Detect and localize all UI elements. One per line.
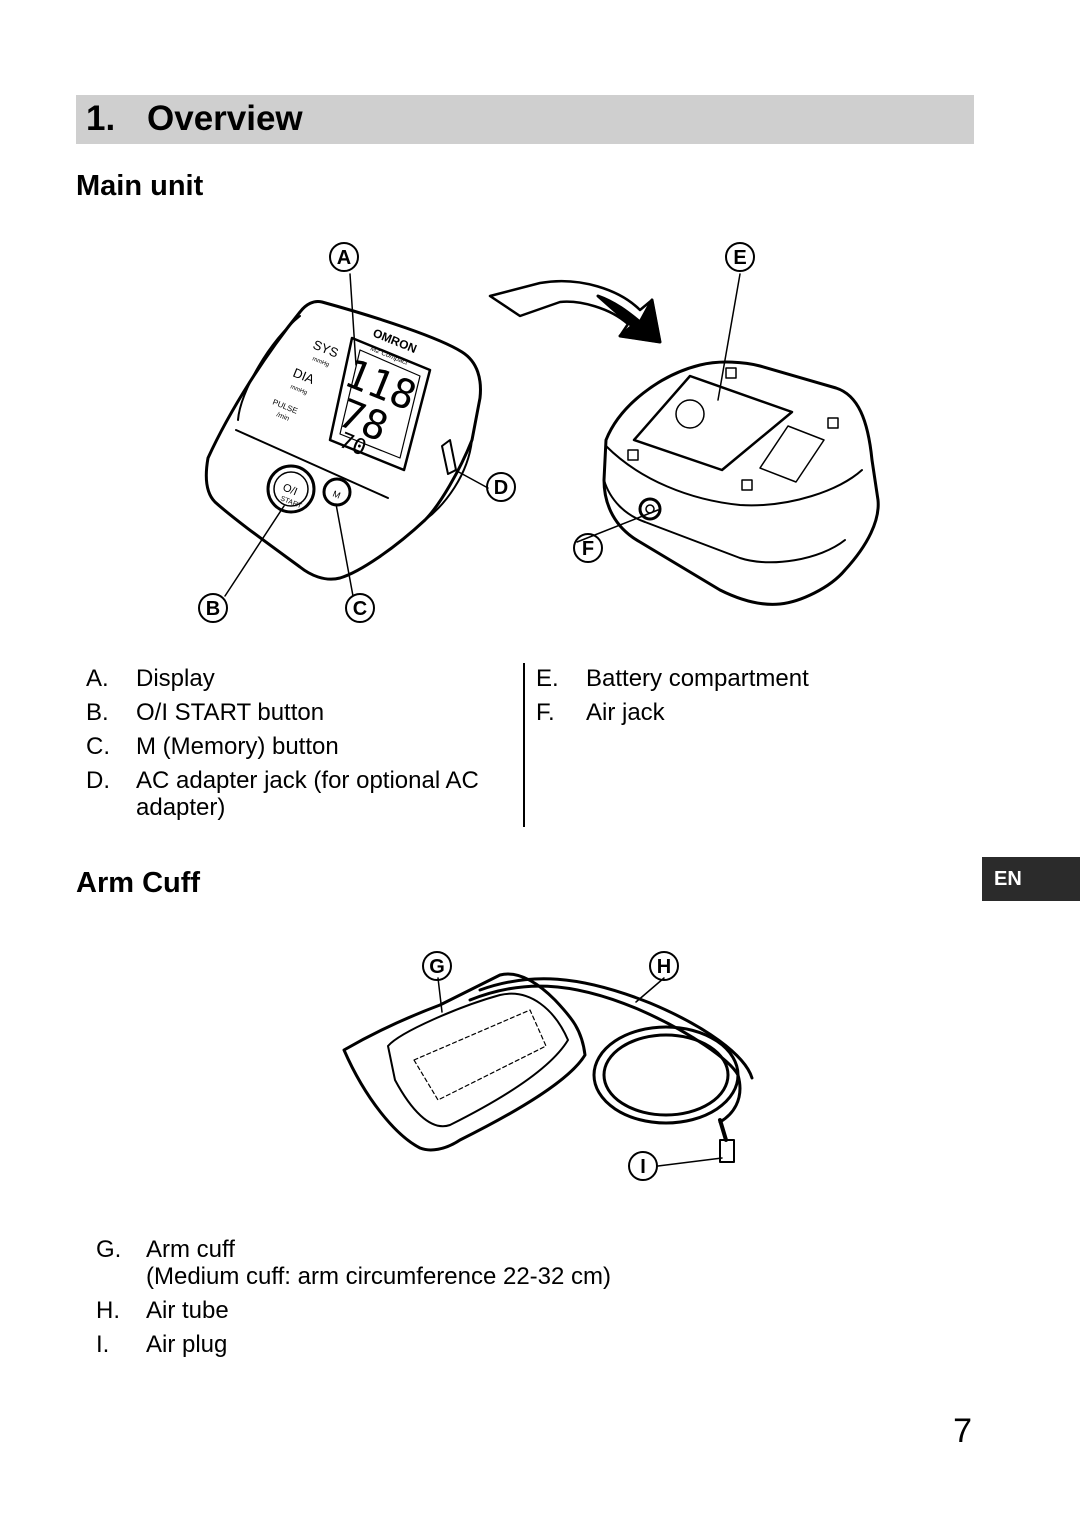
device-dia-unit: mmHg (289, 384, 308, 396)
device-pulse-unit: /min (275, 411, 290, 422)
section-number: 1. (86, 99, 116, 138)
section-title: Overview (147, 99, 303, 138)
legend-item-f: F.Air jack (536, 699, 665, 726)
callout-c: C (353, 598, 367, 620)
arm-cuff-heading: Arm Cuff (76, 867, 201, 899)
memory-button-shape (322, 477, 352, 507)
callout-h: H (657, 956, 671, 978)
section-header: 1. Overview (76, 95, 974, 144)
callout-a: A (337, 247, 351, 269)
legend-divider (523, 663, 525, 827)
callout-g: G (429, 956, 445, 978)
callout-b: B (206, 598, 220, 620)
device-sys-unit: mmHg (311, 356, 330, 368)
callout-f: F (582, 538, 594, 560)
legend-item-h: H.Air tube (96, 1297, 229, 1324)
device-pulse-label: PULSE (271, 398, 299, 416)
legend-item-b: B.O/I START button (86, 699, 325, 726)
legend-item-i: I.Air plug (96, 1331, 228, 1358)
main-unit-back-illustration (602, 360, 880, 606)
callout-e: E (733, 247, 746, 269)
main-unit-front-illustration (204, 300, 482, 581)
language-tab: EN (982, 857, 1080, 901)
device-memory-button-label: M (331, 489, 342, 501)
legend-item-g-note: (Medium cuff: arm circumference 22-32 cm… (146, 1263, 612, 1290)
page-number: 7 (953, 1412, 972, 1450)
legend-item-e: E.Battery compartment (536, 665, 809, 692)
main-unit-legend-left: A.Display B.O/I START button C.M (Memory… (86, 662, 506, 825)
arm-cuff-legend: G. Arm cuff (Medium cuff: arm circumfere… (96, 1233, 716, 1362)
callout-d: D (494, 477, 508, 499)
device-dia-label: DIA (291, 365, 317, 387)
device-start-button-label: O/I (281, 482, 299, 499)
display-panel (328, 336, 432, 472)
main-unit-heading: Main unit (76, 170, 204, 202)
arm-cuff-leaders (437, 977, 723, 1167)
legend-item-d: D.AC adapter jack (for optional AC adapt… (86, 767, 479, 821)
main-unit-legend-right: E.Battery compartment F.Air jack (536, 662, 866, 730)
battery-lid (632, 374, 794, 472)
arrow-icon (488, 279, 662, 344)
callout-i: I (640, 1156, 646, 1178)
main-unit-leaders (224, 273, 741, 597)
start-button-shape (266, 464, 316, 514)
legend-item-a: A.Display (86, 665, 215, 692)
legend-item-c: C.M (Memory) button (86, 733, 339, 760)
legend-item-g: G. Arm cuff (Medium cuff: arm circumfere… (96, 1233, 716, 1294)
arm-cuff-illustration (342, 972, 754, 1163)
